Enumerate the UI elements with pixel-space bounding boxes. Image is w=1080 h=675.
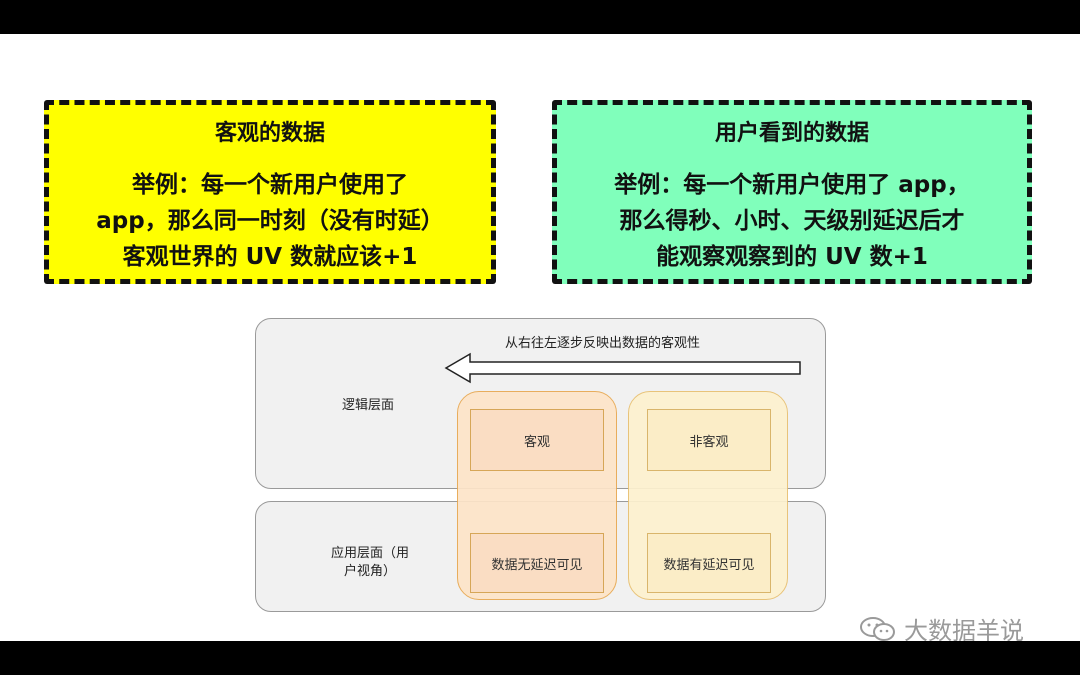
objective-column: 客观 数据无延迟可见 (457, 391, 617, 600)
user-view-data-card: 用户看到的数据 举例：每一个新用户使用了 app， 那么得秒、小时、天级别延迟后… (552, 100, 1032, 284)
bottom-black-bar (0, 641, 1080, 675)
user-view-card-body: 举例：每一个新用户使用了 app， 那么得秒、小时、天级别延迟后才 能观察观察到… (571, 167, 1013, 275)
objective-card-line: app，那么同一时刻（没有时延） (96, 208, 444, 234)
user-view-card-title: 用户看到的数据 (714, 121, 869, 146)
user-view-card-line: 能观察观察到的 UV 数+1 (656, 244, 928, 270)
delayed-box: 数据有延迟可见 (647, 533, 771, 593)
objective-card-body: 举例：每一个新用户使用了 app，那么同一时刻（没有时延） 客观世界的 UV 数… (63, 167, 477, 275)
top-black-bar (0, 0, 1080, 34)
left-arrow-icon (444, 352, 801, 384)
objective-data-card: 客观的数据 举例：每一个新用户使用了 app，那么同一时刻（没有时延） 客观世界… (44, 100, 496, 284)
arrow-label: 从右往左逐步反映出数据的客观性 (505, 336, 701, 351)
application-layer-label-line: 户视角） (343, 564, 396, 579)
user-view-card-line: 那么得秒、小时、天级别延迟后才 (619, 208, 965, 234)
objective-card-line: 举例：每一个新用户使用了 (132, 172, 408, 198)
objective-box: 客观 (470, 409, 604, 471)
watermark: 大数据羊说 (858, 611, 1024, 646)
non-objective-column: 非客观 数据有延迟可见 (628, 391, 788, 600)
logic-layer-label: 逻辑层面 (341, 398, 394, 413)
wechat-icon (858, 616, 898, 642)
objective-card-title: 客观的数据 (214, 121, 325, 146)
user-view-card-line: 举例：每一个新用户使用了 app， (614, 172, 970, 198)
watermark-text: 大数据羊说 (904, 617, 1024, 645)
objective-card-line: 客观世界的 UV 数就应该+1 (122, 244, 418, 270)
application-layer-label-line: 应用层面（用 (330, 546, 409, 561)
application-layer-label: 应用层面（用 户视角） (310, 545, 430, 581)
non-objective-box: 非客观 (647, 409, 771, 471)
no-delay-box: 数据无延迟可见 (470, 533, 604, 593)
